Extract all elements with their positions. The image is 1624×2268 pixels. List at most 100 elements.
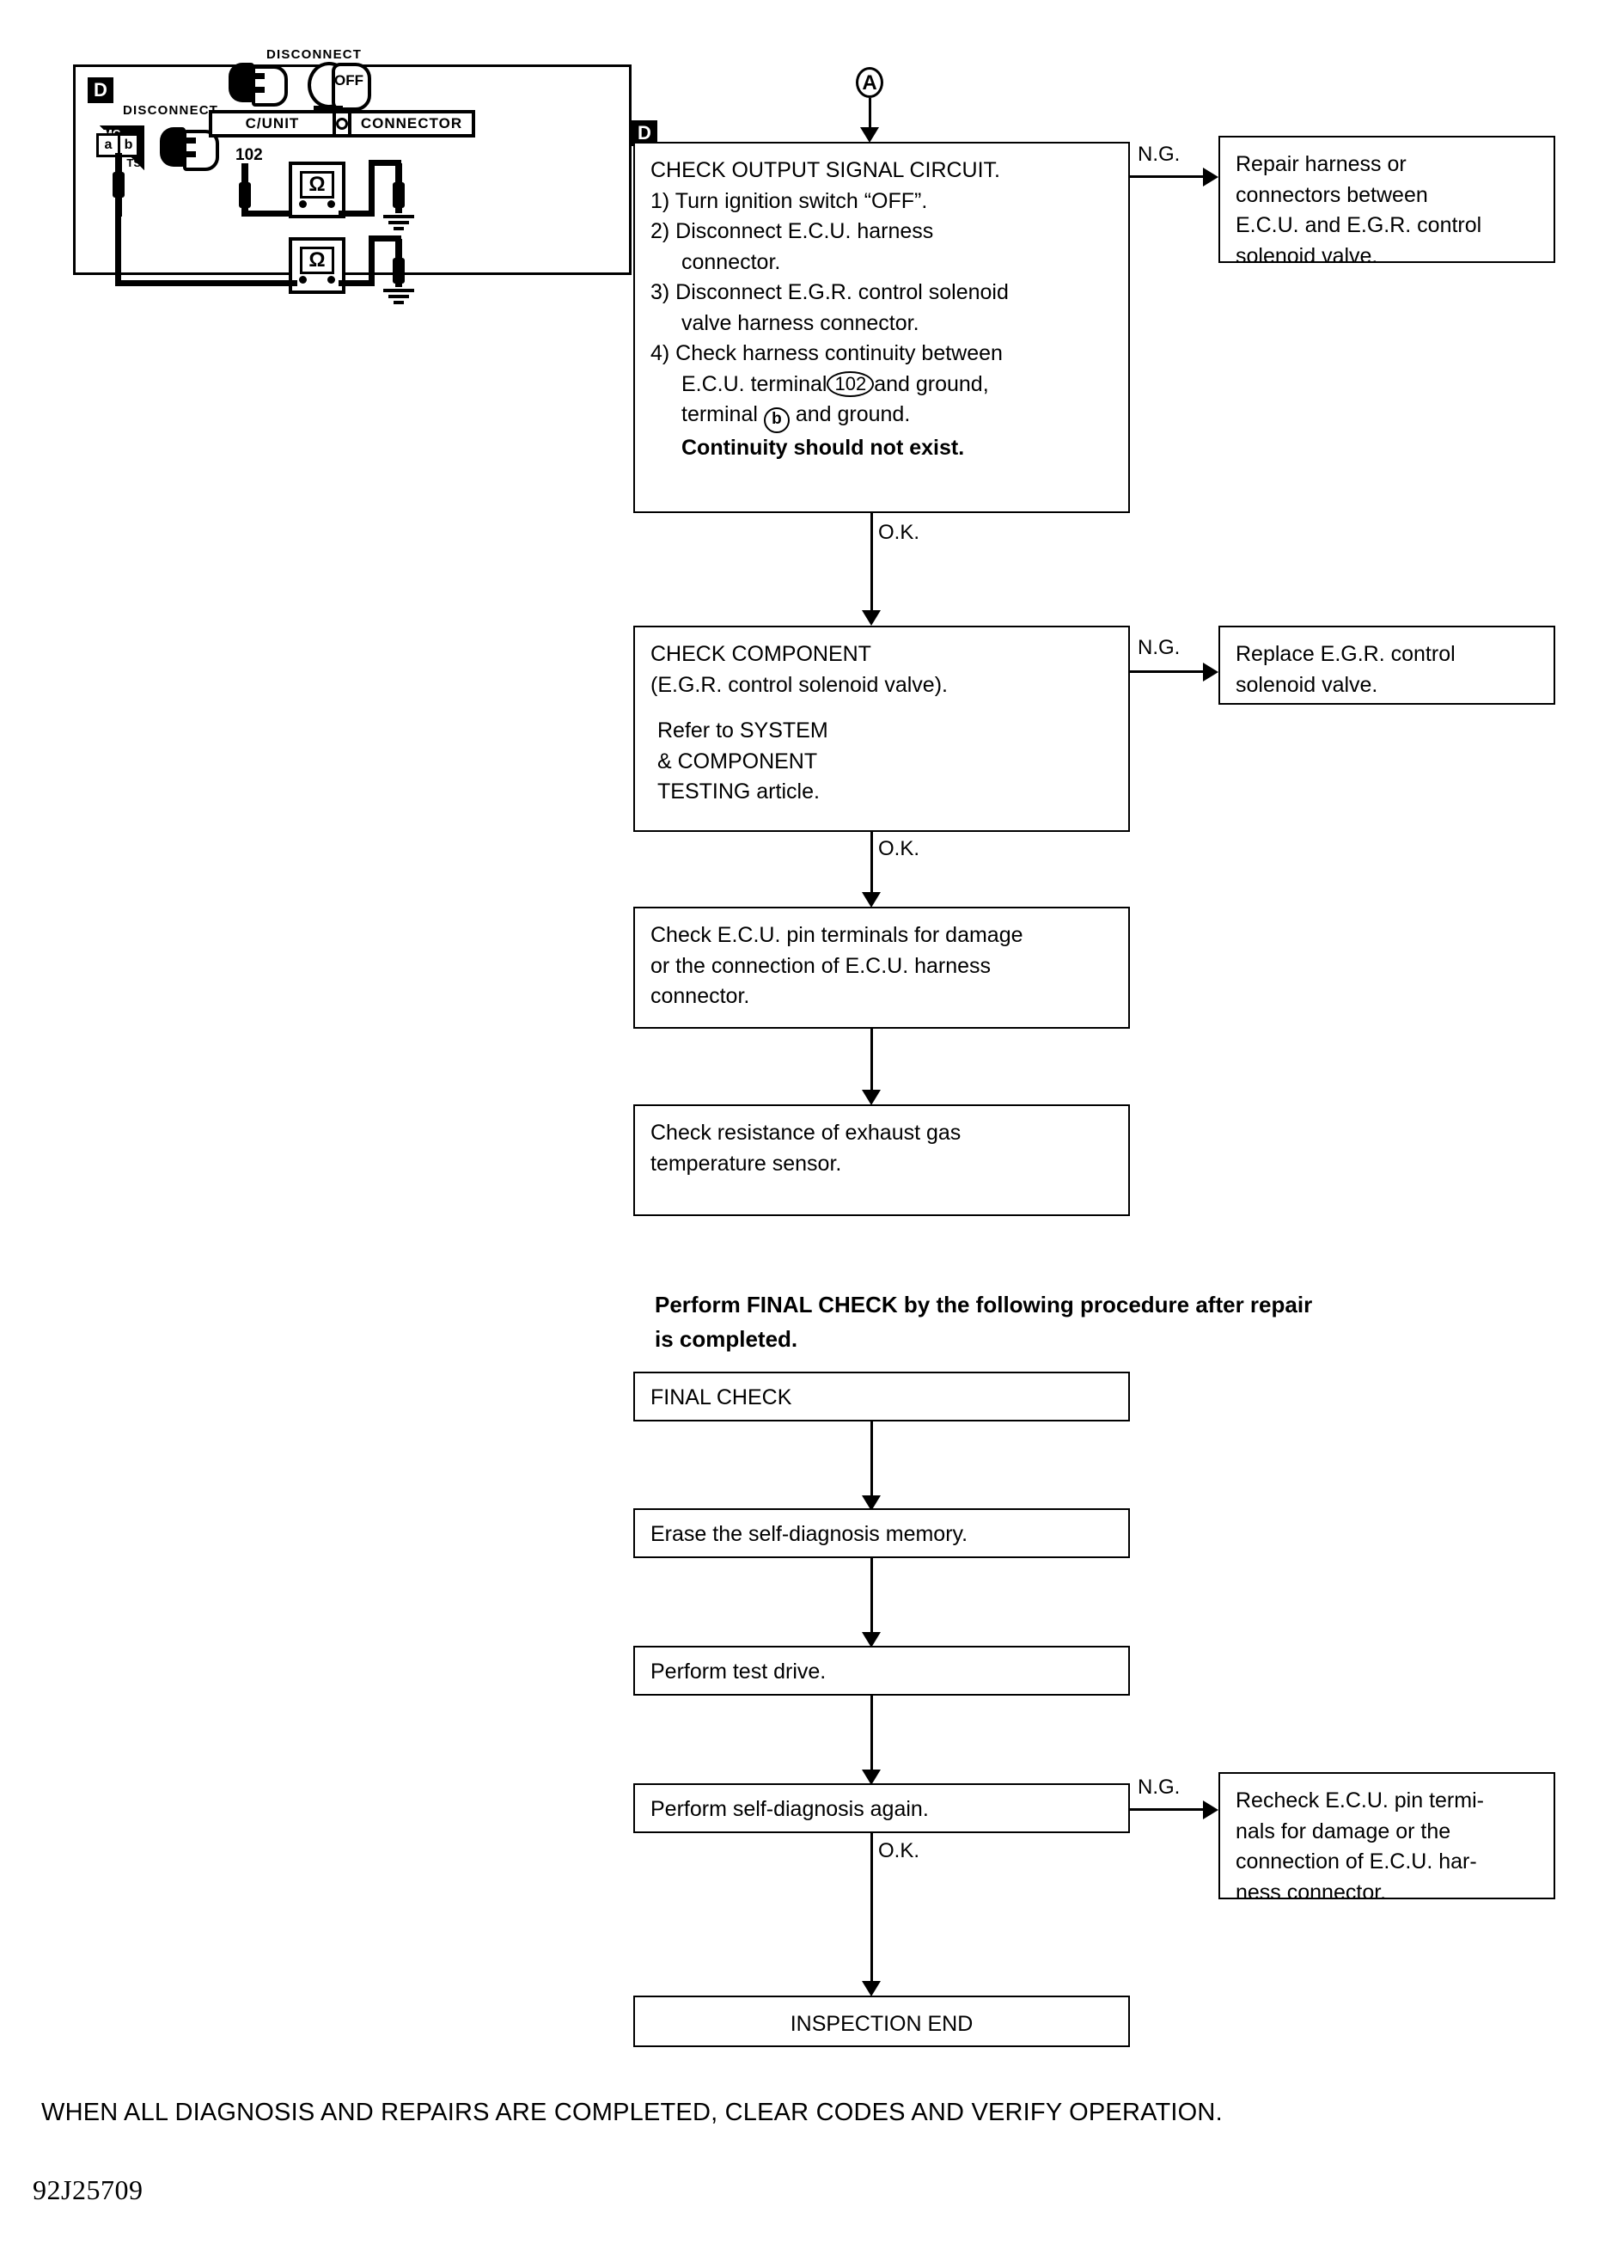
- line-box5-to-box6: [870, 1421, 873, 1504]
- footer-note: WHEN ALL DIAGNOSIS AND REPAIRS ARE COMPL…: [41, 2099, 1223, 2126]
- box1-step-2a: 2) Disconnect E.C.U. harness: [650, 219, 934, 243]
- box-check-output-signal-circuit: CHECK OUTPUT SIGNAL CIRCUIT. 1) Turn ign…: [633, 142, 1130, 513]
- plug-pin-upper: [180, 138, 196, 144]
- box-check-resistance-exhaust-gas-temp-sensor: Check resistance of exhaust gas temperat…: [633, 1104, 1130, 1216]
- box8-line1: Perform self-diagnosis again.: [650, 1797, 929, 1821]
- ohm-terminal-right: [327, 200, 335, 208]
- ohm-symbol-upper: Ω: [300, 171, 334, 199]
- ab-cell-a: a: [104, 138, 113, 152]
- box2-spacer: [650, 700, 1113, 716]
- box1-step-4c-post: and ground.: [795, 402, 911, 426]
- final-check-heading-line2: is completed.: [655, 1326, 798, 1352]
- box1-title: CHECK OUTPUT SIGNAL CIRCUIT.: [650, 158, 1000, 182]
- label-box1-ok: O.K.: [878, 521, 920, 544]
- ground-symbol-lower: [383, 289, 414, 307]
- plug-pin-upper: [249, 73, 265, 79]
- arrow-box2-to-ng: [1203, 663, 1218, 682]
- circled-terminal-b: b: [763, 407, 790, 433]
- plug-pin-lower: [180, 151, 196, 157]
- wire-meter2-ground-riser: [369, 235, 375, 285]
- disconnect-label-left: DISCONNECT: [123, 103, 219, 118]
- box2-refer-line2: & COMPONENT: [657, 749, 818, 773]
- key-blade: [332, 63, 371, 111]
- gnd-bar-2: [388, 295, 409, 298]
- line-box1-to-ng: [1130, 175, 1207, 178]
- ground-symbol-upper: [383, 215, 414, 233]
- cunit-label: C/UNIT: [245, 115, 300, 131]
- gnd-bar-1: [383, 215, 414, 218]
- connector-bar-hole: [336, 118, 348, 130]
- box3-line3: connector.: [650, 984, 750, 1008]
- box-replace-egr-solenoid-valve: Replace E.G.R. control solenoid valve.: [1218, 626, 1555, 705]
- box8-ng-line1: Recheck E.C.U. pin termi-: [1236, 1788, 1484, 1813]
- arrow-box8-to-box9: [862, 1981, 881, 1996]
- box8-ng-line3: connection of E.C.U. har-: [1236, 1849, 1477, 1874]
- box1-step-1: 1) Turn ignition switch “OFF”.: [650, 188, 928, 213]
- box-erase-self-diagnosis-memory: Erase the self-diagnosis memory.: [633, 1508, 1130, 1558]
- box-recheck-ecu-pin-terminals: Recheck E.C.U. pin termi- nals for damag…: [1218, 1772, 1555, 1904]
- circled-terminal-102: 102: [827, 370, 875, 397]
- box2-refer-line1: Refer to SYSTEM: [657, 718, 828, 743]
- figure-code: 92J25709: [33, 2174, 143, 2205]
- label-box8-ng: N.G.: [1138, 1776, 1181, 1799]
- mc-ts-bottom-text: TS: [126, 156, 141, 169]
- box3-line2: or the connection of E.C.U. harness: [650, 953, 992, 978]
- plug-body: [160, 127, 186, 167]
- arrow-box3-to-box4: [862, 1090, 881, 1105]
- box1-conclusion: Continuity should not exist.: [681, 436, 965, 460]
- box9-line1: INSPECTION END: [790, 2012, 974, 2036]
- box-perform-test-drive: Perform test drive.: [633, 1646, 1130, 1696]
- box-final-check: FINAL CHECK: [633, 1372, 1130, 1421]
- line-box8-to-ng: [1130, 1808, 1207, 1811]
- connector-label: CONNECTOR: [360, 115, 463, 131]
- box6-line1: Erase the self-diagnosis memory.: [650, 1522, 968, 1546]
- probe-ground-upper: [393, 163, 405, 213]
- box2-title: CHECK COMPONENT: [650, 642, 871, 666]
- arrow-box1-to-ng: [1203, 168, 1218, 186]
- box1-step-4b-post: and ground,: [874, 371, 989, 396]
- box2-subtitle: (E.G.R. control solenoid valve).: [650, 672, 948, 697]
- wire-meter1-ground-riser: [369, 160, 375, 213]
- box-inspection-end: INSPECTION END: [633, 1996, 1130, 2047]
- label-box2-ok: O.K.: [878, 837, 920, 860]
- box-perform-self-diagnosis-again: Perform self-diagnosis again.: [633, 1783, 1130, 1833]
- arrow-box1-to-box2: [862, 610, 881, 626]
- box7-line1: Perform test drive.: [650, 1660, 827, 1684]
- label-box1-ng: N.G.: [1138, 143, 1181, 166]
- arrow-box7-to-box8: [862, 1770, 881, 1785]
- probe-grip: [393, 182, 405, 208]
- probe-ground-lower: [393, 239, 405, 287]
- terminal-102-label: 102: [235, 146, 263, 164]
- wire-meter1-to-ground: [339, 211, 375, 217]
- box1-step-3a: 3) Disconnect E.G.R. control solenoid: [650, 280, 1009, 304]
- ohm-terminal-right: [327, 276, 335, 284]
- box-check-component: CHECK COMPONENT (E.G.R. control solenoid…: [633, 626, 1130, 832]
- arrow-box6-to-box7: [862, 1632, 881, 1648]
- ignition-off-text: OFF: [334, 72, 363, 89]
- ohm-terminal-left: [299, 200, 307, 208]
- line-box2-to-box3: [870, 832, 873, 901]
- connector-plug-icon-right: [229, 63, 288, 107]
- ab-cell-b: b: [118, 136, 137, 155]
- line-a-to-box1: [869, 98, 871, 131]
- wire-meter2-ground-top: [369, 235, 401, 241]
- connector-bar-divider: [333, 113, 351, 134]
- test-setup-illustration: D DISCONNECT MC TS DISCONNECT OFF C/UNI: [73, 47, 632, 304]
- box-repair-harness-or-connectors: Repair harness or connectors between E.C…: [1218, 136, 1555, 268]
- label-box8-ok: O.K.: [878, 1839, 920, 1862]
- arrow-box2-to-box3: [862, 892, 881, 908]
- box1-ng-line2: connectors between: [1236, 182, 1428, 207]
- final-check-heading-line1: Perform FINAL CHECK by the following pro…: [655, 1292, 1313, 1317]
- ohmmeter-upper: Ω: [289, 162, 345, 218]
- cunit-connector-bar: C/UNIT CONNECTOR: [209, 106, 475, 138]
- ohm-symbol-lower: Ω: [300, 247, 334, 274]
- box2-ng-line1: Replace E.G.R. control: [1236, 642, 1456, 666]
- wire-102-to-meter1: [241, 211, 295, 217]
- gnd-bar-3: [394, 227, 404, 230]
- connector-plug-icon-left: [160, 127, 219, 171]
- box1-ng-line3: E.C.U. and E.G.R. control: [1236, 213, 1482, 237]
- box8-ng-line2: nals for damage or the: [1236, 1819, 1451, 1843]
- plug-pin-lower: [249, 87, 265, 93]
- entry-node-a: A: [856, 67, 883, 98]
